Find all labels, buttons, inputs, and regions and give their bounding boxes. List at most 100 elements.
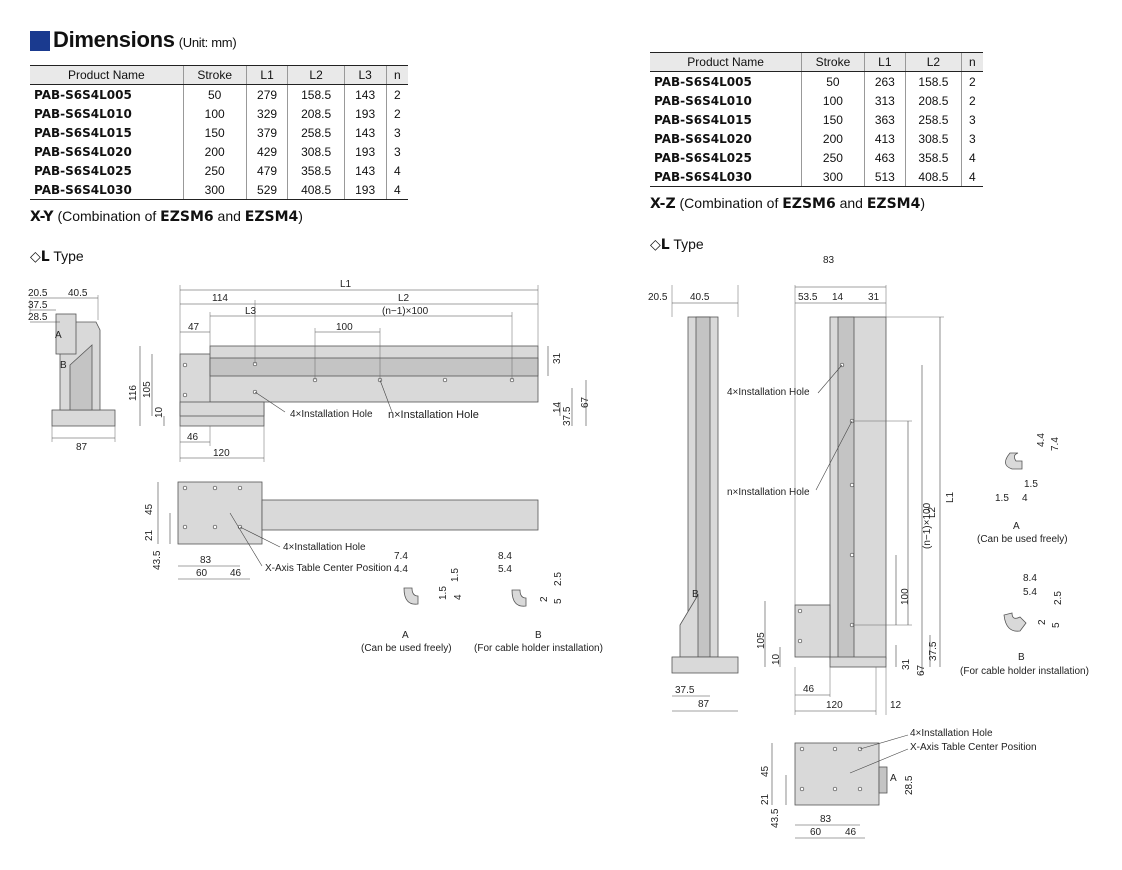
table-cell: 408.5 xyxy=(905,167,962,187)
install-hole xyxy=(212,485,218,491)
xy-side-view: 20.5 40.5 37.5 28.5 A B 87 xyxy=(28,288,116,453)
install-hole xyxy=(237,485,243,491)
xz-detail-b-title: B xyxy=(1018,652,1025,663)
xz-a-7-4: 7.4 xyxy=(1050,437,1061,451)
dim-46b: 46 xyxy=(230,568,242,579)
xz-a-1-5b: 1.5 xyxy=(995,493,1009,504)
install-hole xyxy=(797,608,803,614)
y-axis-rail xyxy=(209,357,539,377)
xz-front-view: 83 53.5 14 31 4×Installation Hole n×Inst… xyxy=(727,255,956,715)
b-8-4: 8.4 xyxy=(498,551,512,562)
a-1-5: 1.5 xyxy=(450,568,461,582)
xz-4-install-hole-label: 4×Installation Hole xyxy=(727,387,810,398)
xz-n-install-hole-label: n×Installation Hole xyxy=(727,487,810,498)
dim-l1: L1 xyxy=(340,279,352,290)
column-header: L1 xyxy=(245,65,288,85)
column-header: L2 xyxy=(905,52,962,72)
table-cell: 408.5 xyxy=(287,180,345,200)
xz-dim-l2: L2 xyxy=(927,506,938,518)
diamond-icon: ◇ xyxy=(30,248,41,264)
detail-a-title: A xyxy=(402,630,409,641)
table-cell: 358.5 xyxy=(905,148,962,167)
xy-drawing: 20.5 40.5 37.5 28.5 A B 87 L1 114 L2 xyxy=(28,279,603,654)
install-hole xyxy=(832,786,838,792)
xz-dim-83: 83 xyxy=(823,255,835,266)
xz-drawing: B 20.5 40.5 37.5 87 83 53.5 14 31 4×Inst… xyxy=(648,255,1089,839)
table-cell: 2 xyxy=(960,91,983,110)
diamond-icon: ◇ xyxy=(650,236,661,252)
dim-37-5: 37.5 xyxy=(562,406,573,426)
dim-40-5: 40.5 xyxy=(68,288,88,299)
combo-close: ) xyxy=(920,195,926,211)
xz-dim-31: 31 xyxy=(868,292,880,303)
column-header: Product Name xyxy=(650,52,802,72)
dim-37-5: 37.5 xyxy=(28,300,48,311)
dim-n100: (n−1)×100 xyxy=(382,306,429,317)
install-hole xyxy=(799,786,805,792)
product-name-cell: PAB-S6S4L020 xyxy=(34,144,132,159)
table-cell: 258.5 xyxy=(905,110,962,129)
table-cell: 208.5 xyxy=(287,104,345,123)
column-header: Product Name xyxy=(30,65,184,85)
table-cell: 300 xyxy=(801,167,865,187)
xy-label: X-Y xyxy=(30,209,54,225)
xz-a-4-4: 4.4 xyxy=(1036,433,1047,447)
table-cell: 2 xyxy=(385,84,408,104)
combo-text: (Combination of xyxy=(57,208,161,224)
product-name-cell: PAB-S6S4L010 xyxy=(34,106,132,121)
a-1-5b: 1.5 xyxy=(438,586,449,600)
xz-a-1-5: 1.5 xyxy=(1024,479,1038,490)
side-base xyxy=(51,409,116,427)
table-cell: 193 xyxy=(343,180,387,200)
table-cell: 4 xyxy=(385,161,408,180)
xy-n-install-hole-label: n×Installation Hole xyxy=(388,409,479,421)
dim-28-5: 28.5 xyxy=(28,312,48,323)
table-cell: 158.5 xyxy=(287,84,345,104)
install-hole xyxy=(849,482,855,488)
xz-detail-a: 4.4 7.4 1.5 1.5 4 A (Can be used freely) xyxy=(977,433,1068,545)
table-cell: 50 xyxy=(182,84,247,104)
dim-116: 116 xyxy=(128,385,139,401)
install-hole xyxy=(182,524,188,530)
combo-text: (Combination of xyxy=(679,195,783,211)
install-hole xyxy=(797,638,803,644)
column-header: Stroke xyxy=(801,52,865,72)
xz-top-rail xyxy=(878,766,888,794)
xz-slot-b xyxy=(1003,612,1027,632)
product-name-cell: PAB-S6S4L005 xyxy=(34,87,132,102)
motor-2: EZSM4 xyxy=(866,196,921,212)
table-cell: 308.5 xyxy=(287,142,345,161)
table-cell: 529 xyxy=(245,180,288,200)
xz-top-view: 4×Installation Hole X-Axis Table Center … xyxy=(760,728,1037,839)
xz-dim-37-5: 37.5 xyxy=(675,685,695,696)
table-cell: 3 xyxy=(385,123,408,142)
b-5-4: 5.4 xyxy=(498,564,512,575)
top-x-table xyxy=(177,481,263,545)
xy-table-center-label: X-Axis Table Center Position xyxy=(265,563,392,574)
slot-b xyxy=(511,589,527,607)
dim-14: 14 xyxy=(552,401,563,413)
dim-43-5: 43.5 xyxy=(152,550,163,570)
type-letter: L xyxy=(660,237,670,253)
xz-dim-40-5: 40.5 xyxy=(690,292,710,303)
detail-b-title: B xyxy=(535,630,542,641)
xz-combination-caption: X-Z (Combination of EZSM6 and EZSM4) xyxy=(650,195,925,212)
dim-46: 46 xyxy=(187,432,199,443)
table-cell: 413 xyxy=(863,129,906,148)
install-hole xyxy=(857,786,863,792)
xz-dim-10: 10 xyxy=(771,653,782,665)
table-cell: 193 xyxy=(343,104,387,123)
column-header: n xyxy=(960,52,983,72)
dim-21: 21 xyxy=(144,529,155,541)
xz-top-4-install-hole-label: 4×Installation Hole xyxy=(910,728,993,739)
type-letter: L xyxy=(40,249,50,265)
table-cell: 2 xyxy=(385,104,408,123)
xz-detail-a-title: A xyxy=(1013,521,1020,532)
xz-dim-28-5: 28.5 xyxy=(904,775,915,795)
page-title: Dimensions(Unit: mm) xyxy=(53,27,237,53)
